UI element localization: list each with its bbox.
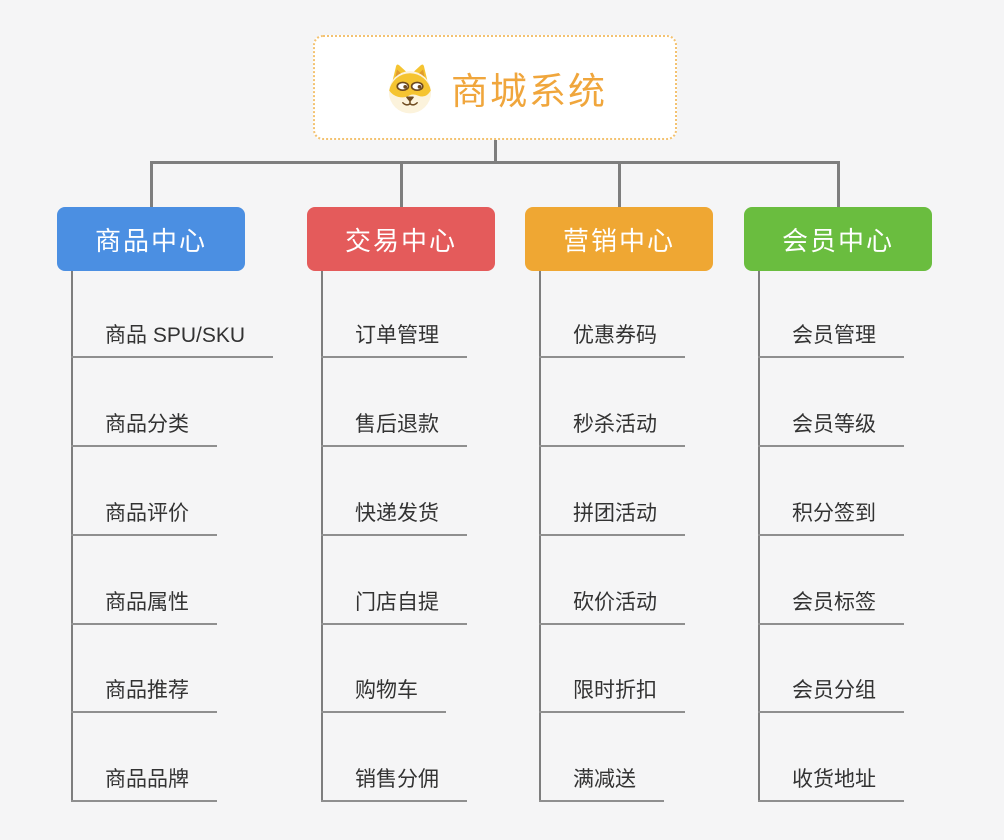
branch-trunk-line (539, 271, 541, 802)
leaf-node[interactable]: 商品品牌 (71, 764, 217, 802)
branch-node[interactable]: 营销中心 (525, 207, 713, 271)
leaf-node[interactable]: 订单管理 (321, 320, 467, 358)
leaf-node[interactable]: 收货地址 (758, 764, 904, 802)
leaf-node[interactable]: 秒杀活动 (539, 409, 685, 447)
branch-trunk-line (71, 271, 73, 802)
leaf-node[interactable]: 销售分佣 (321, 764, 467, 802)
branch-connector-stem (399, 161, 403, 208)
branch-connector-stem (617, 161, 621, 208)
branch-trunk-line (758, 271, 760, 802)
leaf-node[interactable]: 商品属性 (71, 587, 217, 625)
leaf-node[interactable]: 门店自提 (321, 587, 467, 625)
leaf-node[interactable]: 优惠券码 (539, 320, 685, 358)
branch-node[interactable]: 交易中心 (307, 207, 495, 271)
branch-connector-stem (149, 161, 153, 208)
branch-label: 会员中心 (781, 225, 894, 256)
leaf-node[interactable]: 售后退款 (321, 409, 467, 447)
branch-label: 商品中心 (94, 225, 207, 256)
leaf-node[interactable]: 会员标签 (758, 587, 904, 625)
root-connector-stem (493, 140, 497, 162)
leaf-node[interactable]: 商品评价 (71, 498, 217, 536)
branch-node[interactable]: 商品中心 (57, 207, 245, 271)
root-title: 商城系统 (451, 70, 607, 112)
leaf-node[interactable]: 会员分组 (758, 675, 904, 713)
leaf-node[interactable]: 购物车 (321, 675, 446, 713)
leaf-node[interactable]: 商品分类 (71, 409, 217, 447)
branch-connector-stem (836, 161, 840, 208)
branch-label: 营销中心 (562, 225, 675, 256)
leaf-node[interactable]: 限时折扣 (539, 675, 685, 713)
leaf-node[interactable]: 砍价活动 (539, 587, 685, 625)
leaf-node[interactable]: 会员等级 (758, 409, 904, 447)
leaf-node[interactable]: 商品推荐 (71, 675, 217, 713)
leaf-node[interactable]: 拼团活动 (539, 498, 685, 536)
leaf-node[interactable]: 商品 SPU/SKU (71, 320, 274, 358)
root-node[interactable]: 商城系统 (313, 35, 677, 140)
branch-connector-horizontal (149, 161, 840, 164)
leaf-node[interactable]: 会员管理 (758, 320, 904, 358)
branch-trunk-line (321, 271, 323, 802)
leaf-node[interactable]: 满减送 (539, 764, 664, 802)
leaf-node[interactable]: 积分签到 (758, 498, 904, 536)
leaf-node[interactable]: 快递发货 (321, 498, 467, 536)
branch-node[interactable]: 会员中心 (744, 207, 932, 271)
branch-label: 交易中心 (344, 225, 457, 256)
shiba-dog-icon (383, 61, 437, 115)
